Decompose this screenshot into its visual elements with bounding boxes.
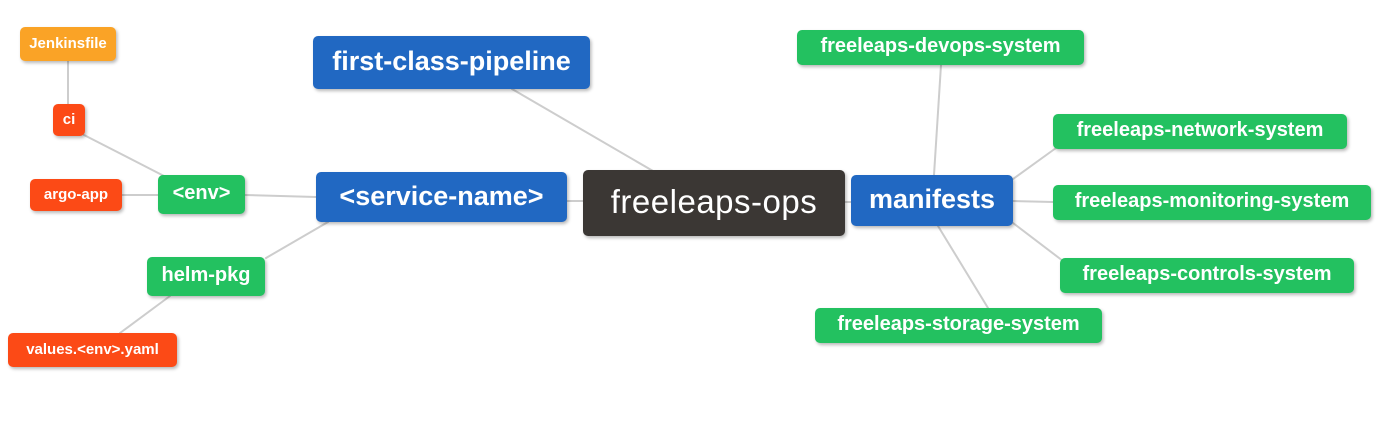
node-label: first-class-pipeline: [332, 46, 571, 76]
node-label: freeleaps-ops: [610, 183, 818, 220]
node-label: freeleaps-network-system: [1076, 119, 1324, 141]
node-freeleaps-storage-system[interactable]: freeleaps-storage-system: [815, 308, 1102, 343]
node-label: <env>: [172, 182, 231, 204]
node-label: helm-pkg: [161, 264, 251, 286]
node-label: manifests: [868, 184, 996, 214]
node-label: values.<env>.yaml: [26, 340, 159, 358]
node-label: freeleaps-controls-system: [1082, 263, 1332, 285]
node-values-env-yaml[interactable]: values.<env>.yaml: [8, 333, 177, 367]
edge-manifests-freeleaps-storage-system: [937, 225, 989, 309]
node-label: freeleaps-monitoring-system: [1074, 190, 1350, 212]
node-freeleaps-monitoring-system[interactable]: freeleaps-monitoring-system: [1053, 185, 1371, 220]
edge-ci-env: [83, 134, 165, 177]
edge-service-name-helm-pkg: [265, 221, 329, 259]
node-label: argo-app: [43, 185, 109, 203]
edge-env-service-name: [244, 194, 317, 198]
node-label: <service-name>: [339, 180, 544, 211]
node-ci[interactable]: ci: [53, 104, 85, 136]
node-service-name[interactable]: <service-name>: [316, 172, 567, 222]
node-first-class-pipeline[interactable]: first-class-pipeline: [313, 36, 590, 89]
edge-helm-pkg-values-env-yaml: [119, 295, 171, 334]
node-env[interactable]: <env>: [158, 175, 245, 214]
node-jenkinsfile[interactable]: Jenkinsfile: [20, 27, 116, 61]
node-manifests[interactable]: manifests: [851, 175, 1013, 226]
edge-manifests-freeleaps-network-system: [1012, 147, 1057, 180]
node-freeleaps-devops-system[interactable]: freeleaps-devops-system: [797, 30, 1084, 65]
node-freeleaps-network-system[interactable]: freeleaps-network-system: [1053, 114, 1347, 149]
node-label: freeleaps-storage-system: [837, 313, 1080, 335]
node-argo-app[interactable]: argo-app: [30, 179, 122, 211]
node-label: ci: [62, 110, 76, 128]
edge-manifests-freeleaps-devops-system: [933, 64, 942, 176]
edge-manifests-freeleaps-monitoring-system: [1012, 200, 1054, 203]
edge-first-class-pipeline-freeleaps-ops: [511, 88, 654, 172]
node-label: Jenkinsfile: [29, 34, 107, 52]
node-helm-pkg[interactable]: helm-pkg: [147, 257, 265, 296]
node-freeleaps-controls-system[interactable]: freeleaps-controls-system: [1060, 258, 1354, 293]
node-label: freeleaps-devops-system: [820, 35, 1061, 57]
node-freeleaps-ops[interactable]: freeleaps-ops: [583, 170, 845, 236]
edge-manifests-freeleaps-controls-system: [1012, 222, 1064, 262]
